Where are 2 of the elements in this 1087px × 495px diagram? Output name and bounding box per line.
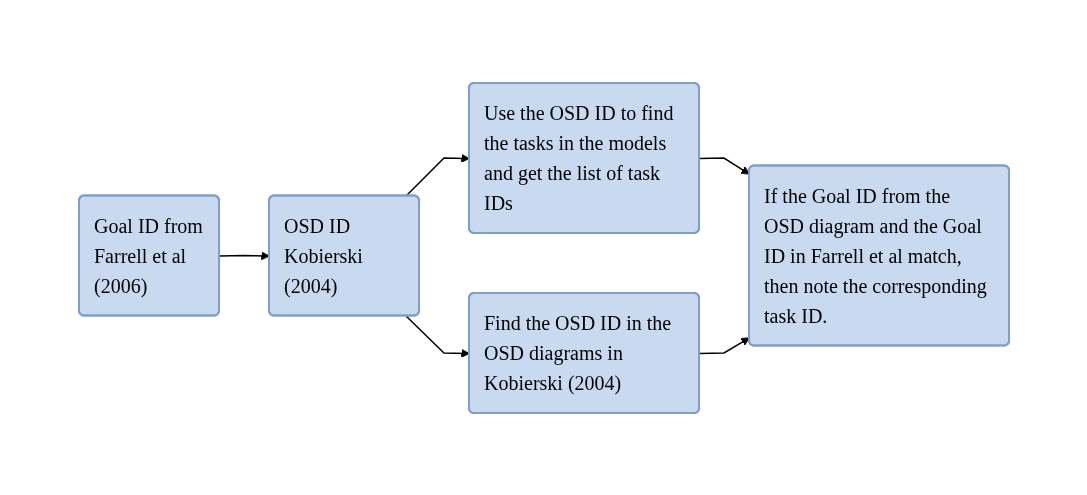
arrow (698, 156, 750, 175)
arrow (698, 336, 750, 354)
